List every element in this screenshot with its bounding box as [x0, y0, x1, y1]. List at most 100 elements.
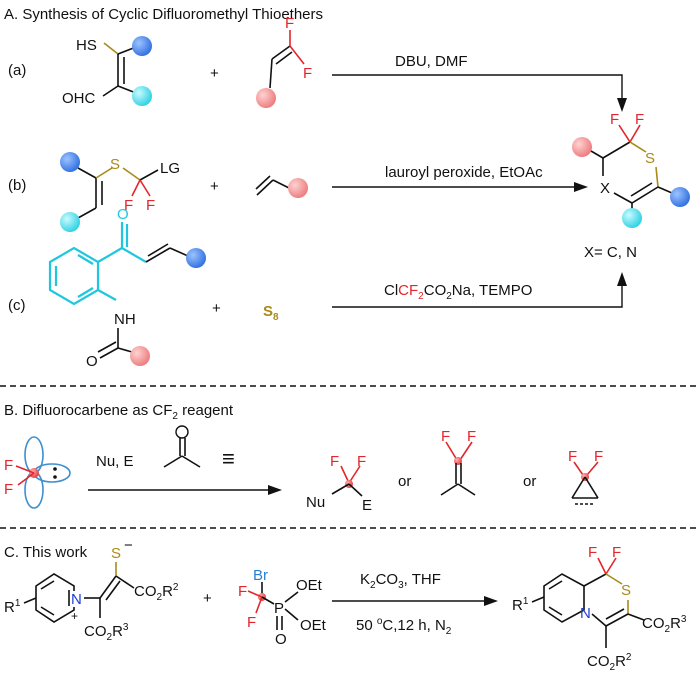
- ester-co2r3: CO2R3: [642, 614, 687, 635]
- r1-bond: [531, 596, 545, 603]
- reactant-b2-alkene: [255, 175, 308, 198]
- bromodifluoromethyl-phosphonate: Br F F P OEt OEt O: [238, 567, 327, 648]
- ring-s-bond-1: [629, 141, 647, 153]
- fluorine-label-2: F: [612, 544, 621, 561]
- e-label: E: [362, 497, 372, 514]
- aromatic-inner-3: [40, 606, 55, 616]
- plus-c2: +: [203, 590, 212, 607]
- product-difluoroalkene: F F: [440, 428, 476, 496]
- substituent-cyan-ball: [132, 86, 152, 106]
- ketone-arm-1: [163, 455, 183, 468]
- sulfur-atom: S: [621, 582, 631, 599]
- double-bond-2: [255, 175, 271, 190]
- fluorine-label-2: F: [635, 111, 644, 128]
- oet-1: OEt: [296, 577, 323, 594]
- arm-1: [440, 483, 459, 496]
- fluorine-label-2: F: [4, 481, 13, 498]
- bond-to-pink: [272, 179, 290, 189]
- arrow-b-reaction: [88, 485, 282, 495]
- p-oet-bond-2: [284, 608, 299, 621]
- ring-double-2: [630, 182, 653, 197]
- conditions-c-top: K2CO3, THF: [360, 571, 441, 591]
- f-bond-1: [618, 124, 631, 143]
- fluorine-label-2: F: [303, 65, 312, 82]
- row-b-label: (b): [8, 177, 26, 194]
- oxygen-carbonyl: O: [117, 206, 129, 223]
- bond-blue: [657, 186, 673, 194]
- conditions-b: lauroyl peroxide, EtOAc: [385, 164, 543, 181]
- benzene-ring: [48, 246, 100, 306]
- ring-bond-1: [602, 141, 631, 159]
- f-bond-2: [586, 461, 599, 476]
- plus-a: +: [210, 65, 219, 82]
- arrow-head: [268, 485, 282, 495]
- ester-co2r2: CO2R2: [134, 582, 179, 603]
- row-a-label: (a): [8, 62, 26, 79]
- conditions-a: DBU, DMF: [395, 53, 468, 70]
- aromatic-inner-2: [77, 254, 94, 265]
- fluorine-label-1: F: [285, 15, 294, 32]
- section-b-title: B. Difluorocarbene as CF2 reagent: [4, 402, 234, 422]
- substituent-pink-ball: [288, 178, 308, 198]
- p-oet-bond-1: [284, 591, 299, 603]
- product-a-difluoro-thiopyran: F F S X X= C, N: [572, 111, 690, 261]
- negative-charge: −: [124, 537, 133, 554]
- vinyl-bond: [269, 58, 273, 89]
- aromatic-inner-1: [40, 580, 55, 590]
- product-c-pyrido-thiazine: R1 F F S N CO2R3 CO2R2: [512, 544, 687, 673]
- ring-2: [584, 476, 599, 499]
- fluorine-label-2: F: [594, 448, 603, 465]
- reactant-c1-aminochalcone: O NH O: [48, 206, 206, 370]
- substituent-cyan-ball: [60, 212, 80, 232]
- ring-s-bond-2: [655, 166, 659, 188]
- double-bond-2: [275, 51, 293, 65]
- lone-pair-dot-2: [53, 475, 57, 479]
- f-bond-2: [605, 557, 617, 575]
- f-bond-1: [15, 465, 35, 474]
- r1-label: R1: [4, 598, 21, 616]
- s-bond: [103, 42, 119, 55]
- s-bond-2: [122, 167, 141, 181]
- or-2: or: [523, 473, 536, 490]
- fluorine-label-1: F: [238, 583, 247, 600]
- arrow-c-line: [332, 284, 623, 308]
- leaving-group-label: LG: [160, 160, 180, 177]
- oxygen-amide: O: [86, 353, 98, 370]
- f-bond-2: [255, 596, 263, 614]
- product-nu-cf2-e: F F Nu E: [306, 453, 372, 514]
- arrow-b: [332, 182, 588, 192]
- f-bond-2: [289, 45, 305, 65]
- f-bond-1: [340, 465, 350, 484]
- f-bond-2: [459, 441, 473, 461]
- arrow-c-head: [617, 272, 627, 286]
- substituent-pink-ball: [256, 88, 276, 108]
- thiazine-double-2: [605, 608, 625, 620]
- nu-label: Nu: [306, 494, 325, 511]
- bond-to-cho: [102, 85, 119, 97]
- ketone-glyph: [163, 425, 201, 468]
- bromine-label: Br: [253, 567, 268, 584]
- enone-double-2: [147, 243, 169, 257]
- sulfur-atom: S: [110, 156, 120, 173]
- e-bond: [348, 483, 363, 497]
- ring-bond-x1: [613, 192, 633, 204]
- arrow-c: [332, 272, 627, 308]
- ring-to-cf2: [583, 573, 607, 587]
- sulfur-atom: S: [645, 150, 655, 167]
- f-bond-1: [131, 179, 141, 197]
- ring-1: [571, 476, 586, 499]
- conditions-c-bottom: 50 oC,12 h, N2: [356, 616, 452, 637]
- substituent-pink-ball: [572, 137, 592, 157]
- ester-co2r3: CO2R3: [84, 622, 129, 643]
- oet-2: OEt: [300, 617, 327, 634]
- ring-inner-2: [548, 606, 563, 616]
- sulfur-atom: S: [111, 545, 121, 562]
- co-1: [99, 347, 119, 359]
- arrow-c-reaction: [332, 596, 498, 606]
- fluorine-label-2: F: [247, 614, 256, 631]
- difluorocarbene-orbital: F F: [4, 436, 71, 509]
- p-orbital-top: [24, 436, 44, 474]
- fluorine-label-1: F: [568, 448, 577, 465]
- f-bond-2: [629, 124, 641, 143]
- s-bond-1: [95, 167, 113, 179]
